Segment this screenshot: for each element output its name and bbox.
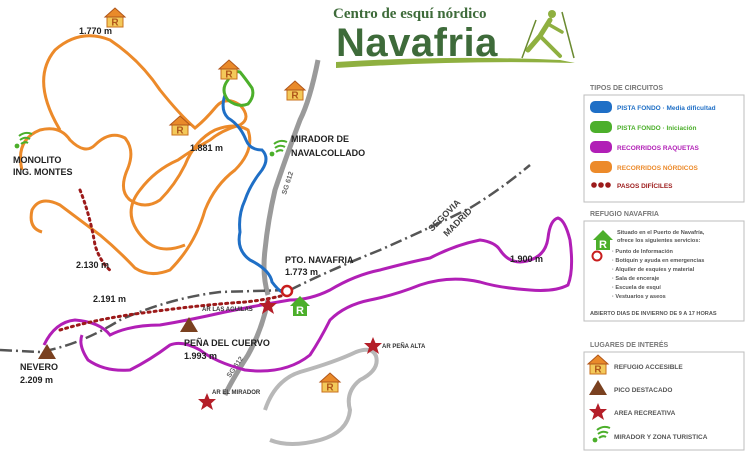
trail-blue [221, 94, 283, 294]
refugio-service: · Vestuarios y aseos [612, 294, 666, 300]
legend-swatch-green [590, 121, 612, 133]
viewpoint-icon [268, 139, 288, 158]
road-sg612-south [222, 299, 271, 397]
trail-green [222, 70, 255, 107]
label-pto-altitude: 1.773 m [285, 267, 318, 277]
label-penha-alt: 1.993 m [184, 351, 217, 361]
refugio-service: · Alquiler de esquíes y material [612, 267, 695, 273]
legend-label-difficult: PASOS DIFÍCILES [617, 181, 673, 190]
puerto-marker[interactable] [280, 284, 294, 298]
road-sg612-north [261, 59, 321, 296]
refuge-icon[interactable] [218, 59, 240, 81]
refuge-icon[interactable] [284, 80, 306, 102]
label-penha-cuervo: PEÑA DEL CUERVO [184, 338, 270, 348]
refugio-service: · Escuela de esquí [612, 285, 661, 291]
refugio-panel-marker [591, 250, 603, 262]
refugio-service: · Sala de enceraje [612, 276, 659, 282]
label-nevero-alt: 2.209 m [20, 375, 53, 385]
legend-label-orange: RECORRIDOS NÓRDICOS [617, 163, 699, 172]
label-nevero: NEVERO [20, 362, 58, 372]
legend-label-green: PISTA FONDO · Iniciación [617, 125, 696, 132]
legend-label-blue: PISTA FONDO · Media dificultad [617, 105, 716, 112]
lugares-label: AREA RECREATIVA [614, 410, 676, 417]
road-west [0, 288, 291, 354]
label-ar-penha-alta: AR PEÑA ALTA [382, 343, 426, 350]
legend-swatch-orange [590, 161, 612, 173]
refugio-panel-icon: R [593, 230, 613, 251]
label-alt-2130: 2.130 m [76, 260, 109, 270]
legend-swatch-purple [590, 141, 612, 153]
refugio-navafria-icon[interactable]: R [290, 296, 310, 317]
trail-purple [42, 216, 574, 373]
label-ing-montes: ING. MONTES [13, 167, 73, 177]
legend-dots-difficult [591, 182, 611, 188]
refugio-intro-2: ofrece los siguientes servicios: [617, 238, 700, 244]
label-mirador-1: MIRADOR DE [291, 134, 349, 144]
refugio-hours: ABIERTO DIAS DE INVIERNO DE 9 A 17 HORAS [590, 311, 717, 317]
label-peak-1770: 1.770 m [79, 26, 112, 36]
label-ar-aguilas: AR LAS AGUILAS [202, 307, 253, 313]
peak-icon [38, 344, 56, 359]
label-alt-2191: 2.191 m [93, 294, 126, 304]
refuge-icon[interactable] [319, 372, 341, 394]
lugares-label: PICO DESTACADO [614, 387, 672, 394]
lugares-panel: LUGARES DE INTERÉS REFUGIO ACCESIBLE PIC… [583, 340, 745, 451]
lugares-label: REFUGIO ACCESIBLE [614, 364, 683, 371]
refugio-service: · Punto de Información [612, 249, 673, 255]
legend-label-purple: RECORRIDOS RAQUETAS [617, 145, 700, 152]
label-mirador-2: NAVALCOLLADO [291, 148, 365, 158]
brand-name: Navafria [336, 21, 498, 65]
road-label-sg612-north: SG 612 [281, 171, 295, 196]
svg-text:R: R [296, 305, 304, 317]
brand-subtitle: Centro de esquí nórdico [333, 6, 486, 22]
local-road-loop [263, 347, 379, 446]
label-pto-navafria: PTO. NAVAFRIA [285, 255, 354, 265]
refugio-intro-1: Situado en el Puerto de Navafría, [617, 230, 705, 236]
label-ar-mirador: AR EL MIRADOR [212, 390, 261, 396]
trail-orange-west-loop [19, 124, 252, 275]
road-segovia-madrid [289, 164, 531, 292]
label-alt-1881: 1.881 m [190, 143, 223, 153]
lugares-title: LUGARES DE INTERÉS [590, 340, 669, 349]
refugio-service: · Botiquín y ayuda en emergencias [612, 258, 704, 264]
svg-text:R: R [599, 239, 607, 251]
difficult-pass-dotted-west [58, 293, 287, 332]
refugio-title: REFUGIO NAVAFRIA [590, 211, 659, 218]
difficult-pass-dotted-north [78, 188, 114, 274]
legend-swatch-blue [590, 101, 612, 113]
legend-tipos-title: TIPOS DE CIRCUITOS [590, 85, 663, 92]
label-monolito: MONOLITO [13, 155, 61, 165]
label-alt-1900: 1.900 m [510, 254, 543, 264]
lugares-label: MIRADOR Y ZONA TURISTICA [614, 434, 708, 441]
legend-tipos-panel: TIPOS DE CIRCUITOS PISTA FONDO · Media d… [583, 85, 745, 203]
refugio-panel: REFUGIO NAVAFRIA R Situado en el Puerto … [583, 211, 745, 322]
skier-logo-icon [336, 10, 575, 68]
